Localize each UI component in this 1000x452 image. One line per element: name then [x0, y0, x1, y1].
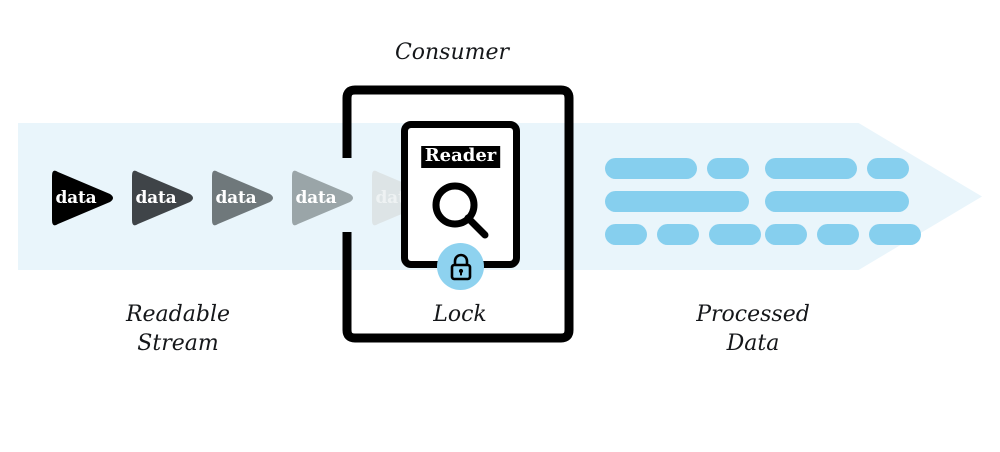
- consumer-title: Consumer: [394, 40, 510, 65]
- data-arrow-label: data: [55, 188, 97, 208]
- processed-data-bar: [765, 158, 857, 179]
- processed-data-bar: [605, 191, 749, 212]
- processed-data-bar: [869, 224, 921, 245]
- data-arrow: data: [208, 166, 276, 230]
- processed-data-bar: [867, 158, 909, 179]
- processed-data-caption: Processed Data: [696, 302, 810, 357]
- data-arrow-label: data: [295, 188, 337, 208]
- data-arrow-label: data: [135, 188, 177, 208]
- processed-data-bar: [657, 224, 699, 245]
- processed-data-bar: [707, 158, 749, 179]
- processed-data-bar: [765, 191, 909, 212]
- data-arrow: data: [48, 166, 116, 230]
- reader-tag-label: Reader: [420, 146, 501, 168]
- processed-data-bar: [817, 224, 859, 245]
- processed-data-bar: [605, 224, 647, 245]
- processed-data-bar: [605, 158, 697, 179]
- lock-badge: [437, 243, 484, 290]
- triangle-icon: [208, 166, 276, 230]
- triangle-icon: [288, 166, 356, 230]
- data-arrow: data: [288, 166, 356, 230]
- lock-label: Lock: [433, 302, 487, 327]
- readable-stream-caption: Readable Stream: [125, 302, 231, 357]
- data-arrow-label: data: [215, 188, 257, 208]
- padlock-icon: [448, 253, 474, 281]
- data-arrow: data: [128, 166, 196, 230]
- processed-data-bar: [709, 224, 761, 245]
- consumer-bracket: [336, 84, 580, 344]
- magnifier-icon: [430, 180, 492, 242]
- processed-data-bar: [765, 224, 807, 245]
- reader-card: Reader: [401, 121, 520, 268]
- triangle-icon: [48, 166, 116, 230]
- triangle-icon: [128, 166, 196, 230]
